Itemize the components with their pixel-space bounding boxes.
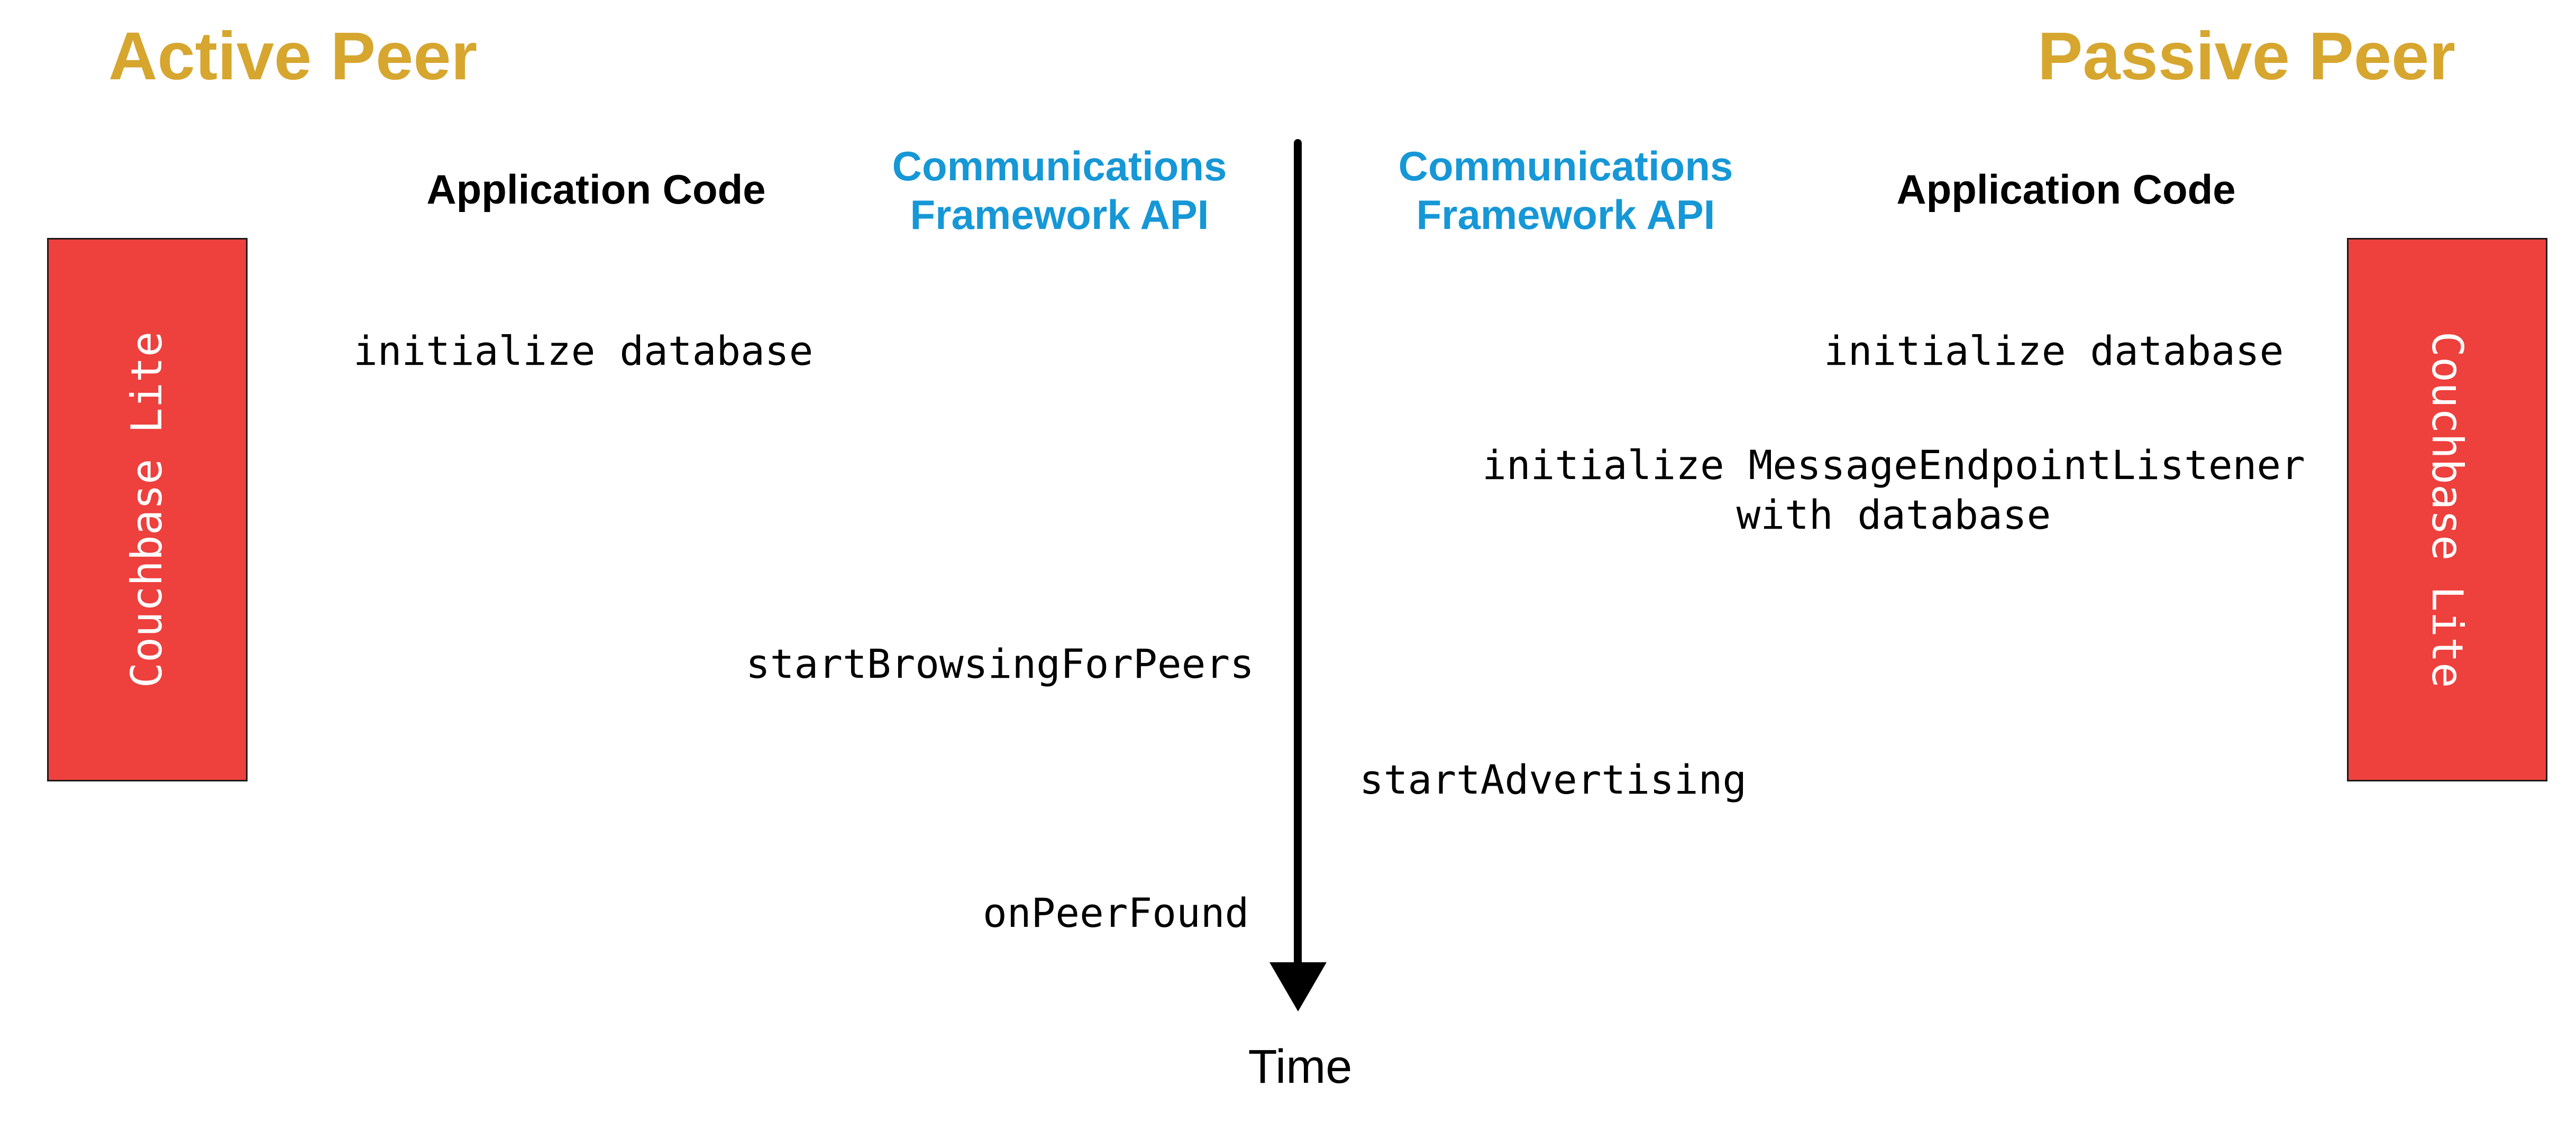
couchbase-lite-box-passive: Couchbase Lite (2347, 238, 2547, 781)
event-initialize-listener-line2: with database (1736, 491, 2051, 538)
event-initialize-database-active: initialize database (353, 327, 814, 374)
time-axis-label: Time (1248, 1041, 1353, 1093)
couchbase-lite-label-passive: Couchbase Lite (2423, 331, 2472, 688)
couchbase-lite-box-active: Couchbase Lite (47, 238, 248, 781)
active-peer-title: Active Peer (108, 19, 478, 94)
passive-peer-title: Passive Peer (2038, 19, 2455, 94)
passive-comm-header-line1: Communications (1398, 143, 1733, 189)
event-initialize-message-endpoint-listener: initialize MessageEndpointListener with … (1482, 440, 2305, 540)
time-arrow-shaft (1294, 139, 1302, 963)
passive-application-code-header: Application Code (1896, 166, 2236, 213)
event-initialize-database-passive: initialize database (1824, 327, 2284, 374)
event-initialize-listener-line1: initialize MessageEndpointListener (1482, 441, 2305, 489)
active-comm-header-line1: Communications (892, 143, 1227, 189)
passive-communications-framework-header: Communications Framework API (1399, 142, 1733, 239)
active-comm-header-line2: Framework API (910, 191, 1209, 238)
event-start-browsing-for-peers: startBrowsingForPeers (746, 640, 1254, 687)
down-arrow-icon (1269, 962, 1327, 1011)
active-application-code-header: Application Code (426, 166, 766, 213)
event-start-advertising: startAdvertising (1359, 756, 1747, 803)
passive-comm-header-line2: Framework API (1416, 191, 1715, 238)
event-on-peer-found: onPeerFound (983, 889, 1249, 936)
couchbase-lite-label-active: Couchbase Lite (122, 331, 172, 688)
active-communications-framework-header: Communications Framework API (892, 142, 1227, 239)
